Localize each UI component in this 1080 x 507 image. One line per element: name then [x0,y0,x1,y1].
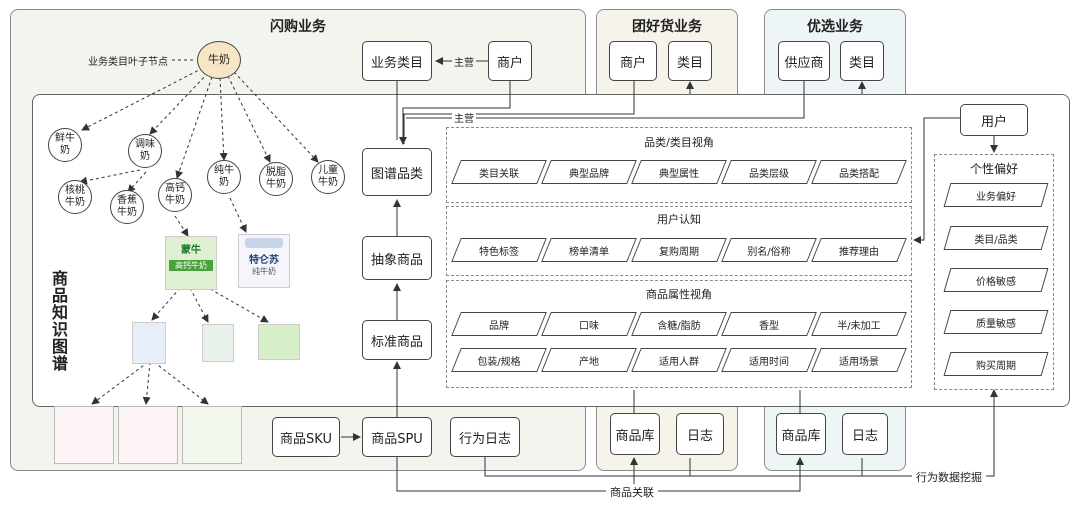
pref-item-3: 质量敏感 [943,310,1049,334]
cat-item-0: 类目关联 [451,160,547,184]
user-box[interactable]: 用户 [960,104,1028,136]
attribute-view-panel [446,280,912,388]
goods-association-label: 商品关联 [606,484,658,500]
user-item-1: 榜单清单 [541,238,637,262]
pref-item-2: 价格敏感 [943,268,1049,292]
milk-carton-image-2 [202,324,234,362]
cat-item-2: 典型属性 [631,160,727,184]
mengniu-product-image: 蒙牛 高钙牛奶 [165,236,217,290]
attr-item-1: 口味 [541,312,637,336]
tuan-log-box[interactable]: 日志 [676,413,724,455]
spu-box[interactable]: 商品SPU [362,417,432,457]
user-cognition-title: 用户认知 [657,213,701,226]
pref-item-1: 类目/品类 [943,226,1049,250]
youxuan-category-box[interactable]: 类目 [840,41,884,81]
attr-item-3: 香型 [721,312,817,336]
milk-carton-image-1 [132,322,166,364]
leaf-node-milk: 牛奶 [197,41,241,79]
youxuan-goods-lib-box[interactable]: 商品库 [776,413,826,455]
attr-item-5: 包装/规格 [451,348,547,372]
tuan-goods-lib-box[interactable]: 商品库 [610,413,660,455]
leaf-node-label: 业务类目叶子节点 [88,57,168,68]
supplier-box[interactable]: 供应商 [778,41,830,81]
telunsu-product-image: 特仑苏 纯牛奶 [238,234,290,288]
tree-node-kids-milk: 儿童 牛奶 [311,160,345,194]
personal-pref-title: 个性偏好 [969,162,1018,176]
tree-node-walnut-milk: 核桃 牛奶 [58,180,92,214]
user-item-0: 特色标签 [451,238,547,262]
user-item-4: 推荐理由 [811,238,907,262]
tree-node-banana-milk: 香蕉 牛奶 [110,190,144,224]
mengniu-brand-text: 蒙牛 [181,245,201,256]
attr-item-9: 适用场景 [811,348,907,372]
telunsu-brand-text: 特仑苏 [249,255,279,266]
personal-pref-panel [934,154,1054,390]
behavior-log-box[interactable]: 行为日志 [450,417,520,457]
user-item-2: 复购周期 [631,238,727,262]
cat-item-3: 品类层级 [721,160,817,184]
knowledge-graph-title: 商品知识图谱 [49,270,68,372]
category-view-title: 品类/类目视角 [644,136,714,149]
pref-item-0: 业务偏好 [943,183,1049,207]
attr-item-6: 产地 [541,348,637,372]
attr-item-7: 适用人群 [631,348,727,372]
tree-node-flavored-milk: 调味 奶 [128,134,162,168]
tree-node-calcium-milk: 高钙 牛奶 [158,178,192,212]
cat-item-4: 品类搭配 [811,160,907,184]
user-item-3: 别名/俗称 [721,238,817,262]
main-operating-label-2: 主营 [452,110,476,125]
telunsu-sub-text: 纯牛奶 [252,267,276,276]
attr-item-8: 适用时间 [721,348,817,372]
product-screenshot-3 [182,406,242,464]
main-operating-label: 主营 [452,54,476,69]
product-screenshot-1 [54,406,114,464]
cat-item-1: 典型品牌 [541,160,637,184]
youxuan-log-box[interactable]: 日志 [842,413,888,455]
mengniu-sub-text: 高钙牛奶 [169,260,213,271]
graph-category-box[interactable]: 图谱品类 [362,148,432,196]
user-cognition-panel [446,206,912,276]
tree-node-skim-milk: 脱脂 牛奶 [259,162,293,196]
flash-merchant-box[interactable]: 商户 [488,41,532,81]
business-category-box[interactable]: 业务类目 [362,41,432,81]
attr-item-0: 品牌 [451,312,547,336]
abstract-goods-box[interactable]: 抽象商品 [362,236,432,280]
attribute-view-title: 商品属性视角 [646,288,712,301]
sku-box[interactable]: 商品SKU [272,417,340,457]
standard-goods-box[interactable]: 标准商品 [362,320,432,360]
category-view-panel [446,127,912,203]
flash-region-title: 闪购业务 [270,19,326,35]
behavior-mining-label: 行为数据挖掘 [912,469,986,485]
youxuan-region-title: 优选业务 [807,19,863,35]
pref-item-4: 购买周期 [943,352,1049,376]
attr-item-2: 含糖/脂肪 [631,312,727,336]
tuan-region-title: 团好货业务 [632,19,702,35]
attr-item-4: 半/未加工 [811,312,907,336]
milk-carton-image-3 [258,324,300,360]
tree-node-fresh-milk: 鲜牛 奶 [48,128,82,162]
product-screenshot-2 [118,406,178,464]
tree-node-pure-milk: 纯牛 奶 [207,160,241,194]
tuan-merchant-box[interactable]: 商户 [609,41,657,81]
tuan-category-box[interactable]: 类目 [668,41,712,81]
